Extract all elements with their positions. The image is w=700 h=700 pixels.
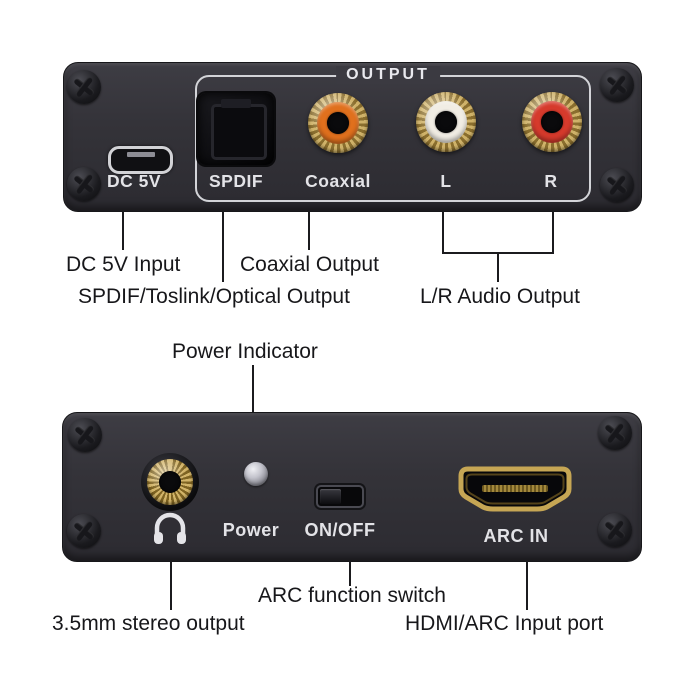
right-channel-label: R: [544, 171, 558, 191]
callout-line-coaxial: [308, 210, 310, 250]
annotation-stereo-output: 3.5mm stereo output: [52, 612, 245, 635]
optical-spdif-port: [198, 93, 274, 165]
callout-line-dc: [122, 210, 124, 250]
left-channel-label: L: [440, 171, 452, 191]
callout-line-right: [552, 210, 554, 252]
power-led: [244, 462, 268, 486]
power-label: Power: [222, 520, 280, 540]
stereo-jack-hole: [159, 471, 181, 493]
screw-icon: [600, 68, 634, 102]
annotation-hdmi-input: HDMI/ARC Input port: [405, 612, 604, 635]
annotation-lr-output: L/R Audio Output: [420, 285, 580, 308]
on-off-label: ON/OFF: [304, 520, 376, 540]
callout-line-power-indicator: [252, 365, 254, 412]
callout-line-stereo: [170, 560, 172, 610]
optical-port-inner: [211, 104, 267, 160]
screw-icon: [600, 168, 634, 202]
callout-line-left: [442, 210, 444, 252]
output-group-label: OUTPUT: [336, 66, 440, 84]
coaxial-rca-jack: [308, 93, 368, 153]
switch-knob: [320, 489, 341, 504]
screw-icon: [598, 416, 632, 450]
annotation-power-indicator: Power Indicator: [172, 340, 318, 363]
spdif-label: SPDIF: [208, 171, 264, 191]
stereo-jack-3-5mm: [141, 453, 199, 511]
coaxial-label: Coaxial: [305, 171, 371, 191]
right-rca-jack: [522, 92, 582, 152]
annotation-dc-input: DC 5V Input: [66, 253, 181, 276]
callout-bracket-lr: [442, 252, 554, 254]
annotation-coaxial-output: Coaxial Output: [240, 253, 379, 276]
left-rca-hole: [435, 111, 457, 133]
annotation-spdif-output: SPDIF/Toslink/Optical Output: [78, 285, 350, 308]
annotation-arc-switch: ARC function switch: [258, 584, 446, 607]
screw-icon: [67, 70, 101, 104]
hdmi-arc-port: [458, 466, 572, 512]
optical-port-tab: [221, 99, 251, 108]
dc-port-label: DC 5V: [106, 171, 162, 191]
callout-drop-lr: [497, 254, 499, 282]
micro-usb-power-port: [108, 146, 173, 174]
coaxial-rca-hole: [327, 112, 349, 134]
left-rca-jack: [416, 92, 476, 152]
headphones-icon: [154, 512, 186, 544]
screw-icon: [67, 514, 101, 548]
screw-icon: [598, 513, 632, 547]
right-rca-hole: [541, 111, 563, 133]
screw-icon: [68, 418, 102, 452]
callout-line-spdif: [222, 210, 224, 282]
on-off-switch: [318, 487, 362, 506]
callout-line-arc-switch: [349, 560, 351, 586]
callout-line-hdmi: [526, 560, 528, 610]
screw-icon: [67, 167, 101, 201]
arc-in-label: ARC IN: [483, 526, 549, 546]
output-group-outline: OUTPUT: [195, 66, 591, 202]
